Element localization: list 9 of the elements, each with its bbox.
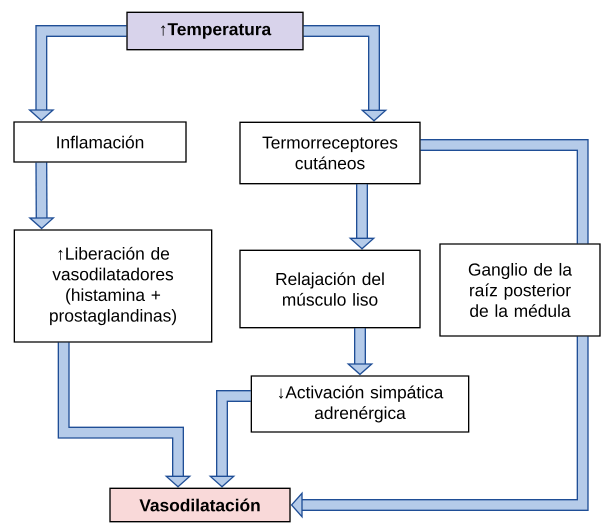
process-box: Vasodilatación [109, 488, 291, 522]
process-box: ↑Liberación de vasodilatadores (histamina + prostaglandinas) [14, 229, 212, 343]
process-box: ↑Temperatura [126, 12, 304, 50]
process-box: Inflamación [13, 121, 187, 163]
process-box: Termorreceptores cutáneos [239, 122, 421, 184]
process-box: ↓Activación simpática adrenérgica [250, 375, 470, 433]
process-box: Ganglio de la raíz posterior de la médula [439, 243, 601, 337]
block-arrow [290, 336, 589, 518]
process-box: Relajación del músculo liso [239, 250, 421, 328]
